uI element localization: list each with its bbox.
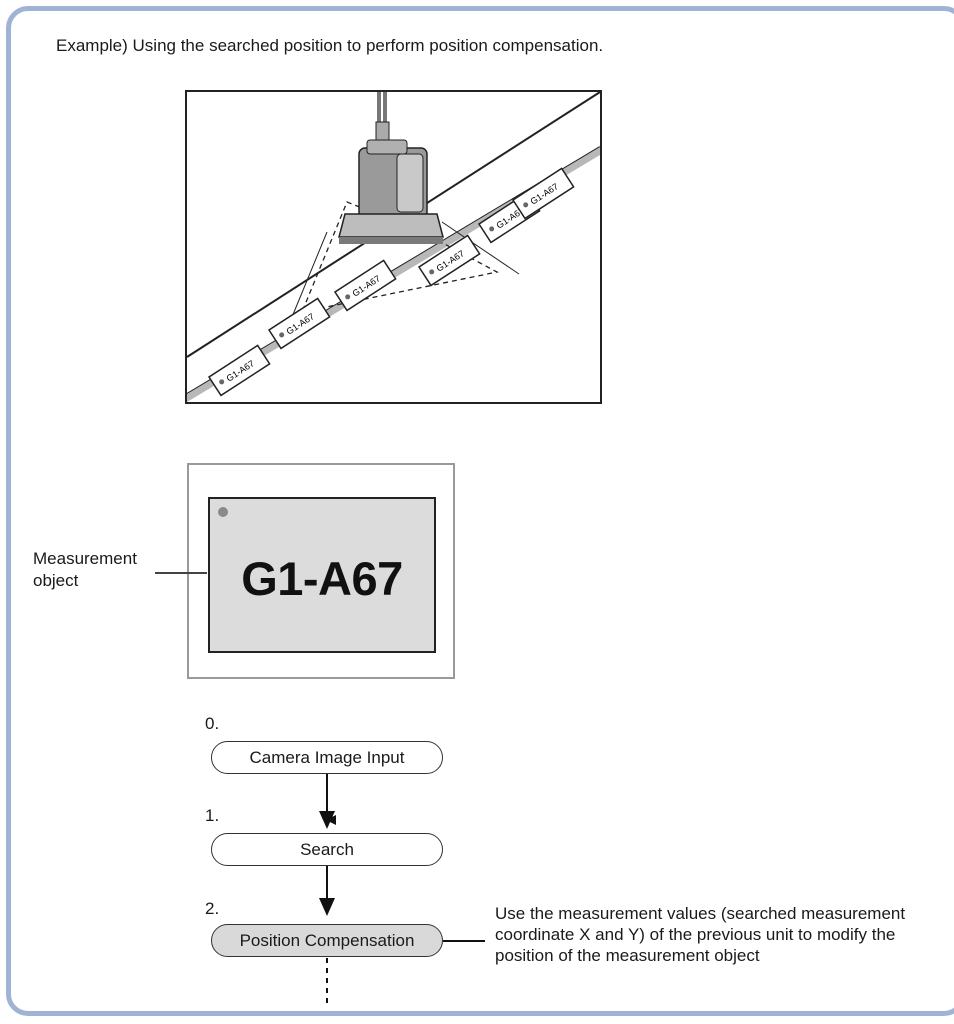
camera-cable-a	[377, 92, 381, 126]
camera-conveyor-illustration: G1-A67 G1-A67 G1-A67 G1-A67 G1-A67 G1-A6…	[185, 90, 602, 404]
step-0-number: 0.	[205, 714, 220, 733]
camera-top-cap	[366, 139, 408, 155]
belt-object-1: G1-A67	[207, 344, 271, 397]
step-search: Search	[211, 833, 443, 866]
step-position-compensation: Position Compensation	[211, 924, 443, 957]
step-2-number: 2.	[205, 899, 220, 918]
camera-lens-base	[338, 213, 444, 238]
measurement-object-leader-line	[155, 572, 207, 574]
marker-dot-icon	[218, 507, 228, 517]
belt-object-2: G1-A67	[267, 297, 331, 350]
step-1-number: 1.	[205, 806, 220, 825]
camera-lens-edge	[339, 237, 443, 244]
camera-cable-b	[383, 92, 387, 126]
camera-side-panel	[396, 153, 424, 213]
measurement-object-label-line2: object	[33, 571, 79, 590]
illustration-svg: G1-A67 G1-A67 G1-A67 G1-A67 G1-A67 G1-A6…	[187, 92, 600, 402]
measurement-object-label-line1: Measurement	[33, 549, 137, 568]
fov-line-right	[441, 221, 520, 275]
measurement-object-label: Measurement object	[33, 548, 137, 592]
fov-line-left	[291, 231, 328, 318]
measurement-object-card: G1-A67	[208, 497, 436, 653]
camera-connector	[375, 121, 390, 141]
object-label-text: G1-A67	[241, 552, 403, 605]
step-camera-image-input: Camera Image Input	[211, 741, 443, 774]
belt-object-3: G1-A67	[333, 259, 397, 312]
camera-view-screen: G1-A67	[187, 463, 455, 679]
example-caption: Example) Using the searched position to …	[56, 36, 604, 55]
position-compensation-description: Use the measurement values (searched mea…	[495, 904, 906, 965]
